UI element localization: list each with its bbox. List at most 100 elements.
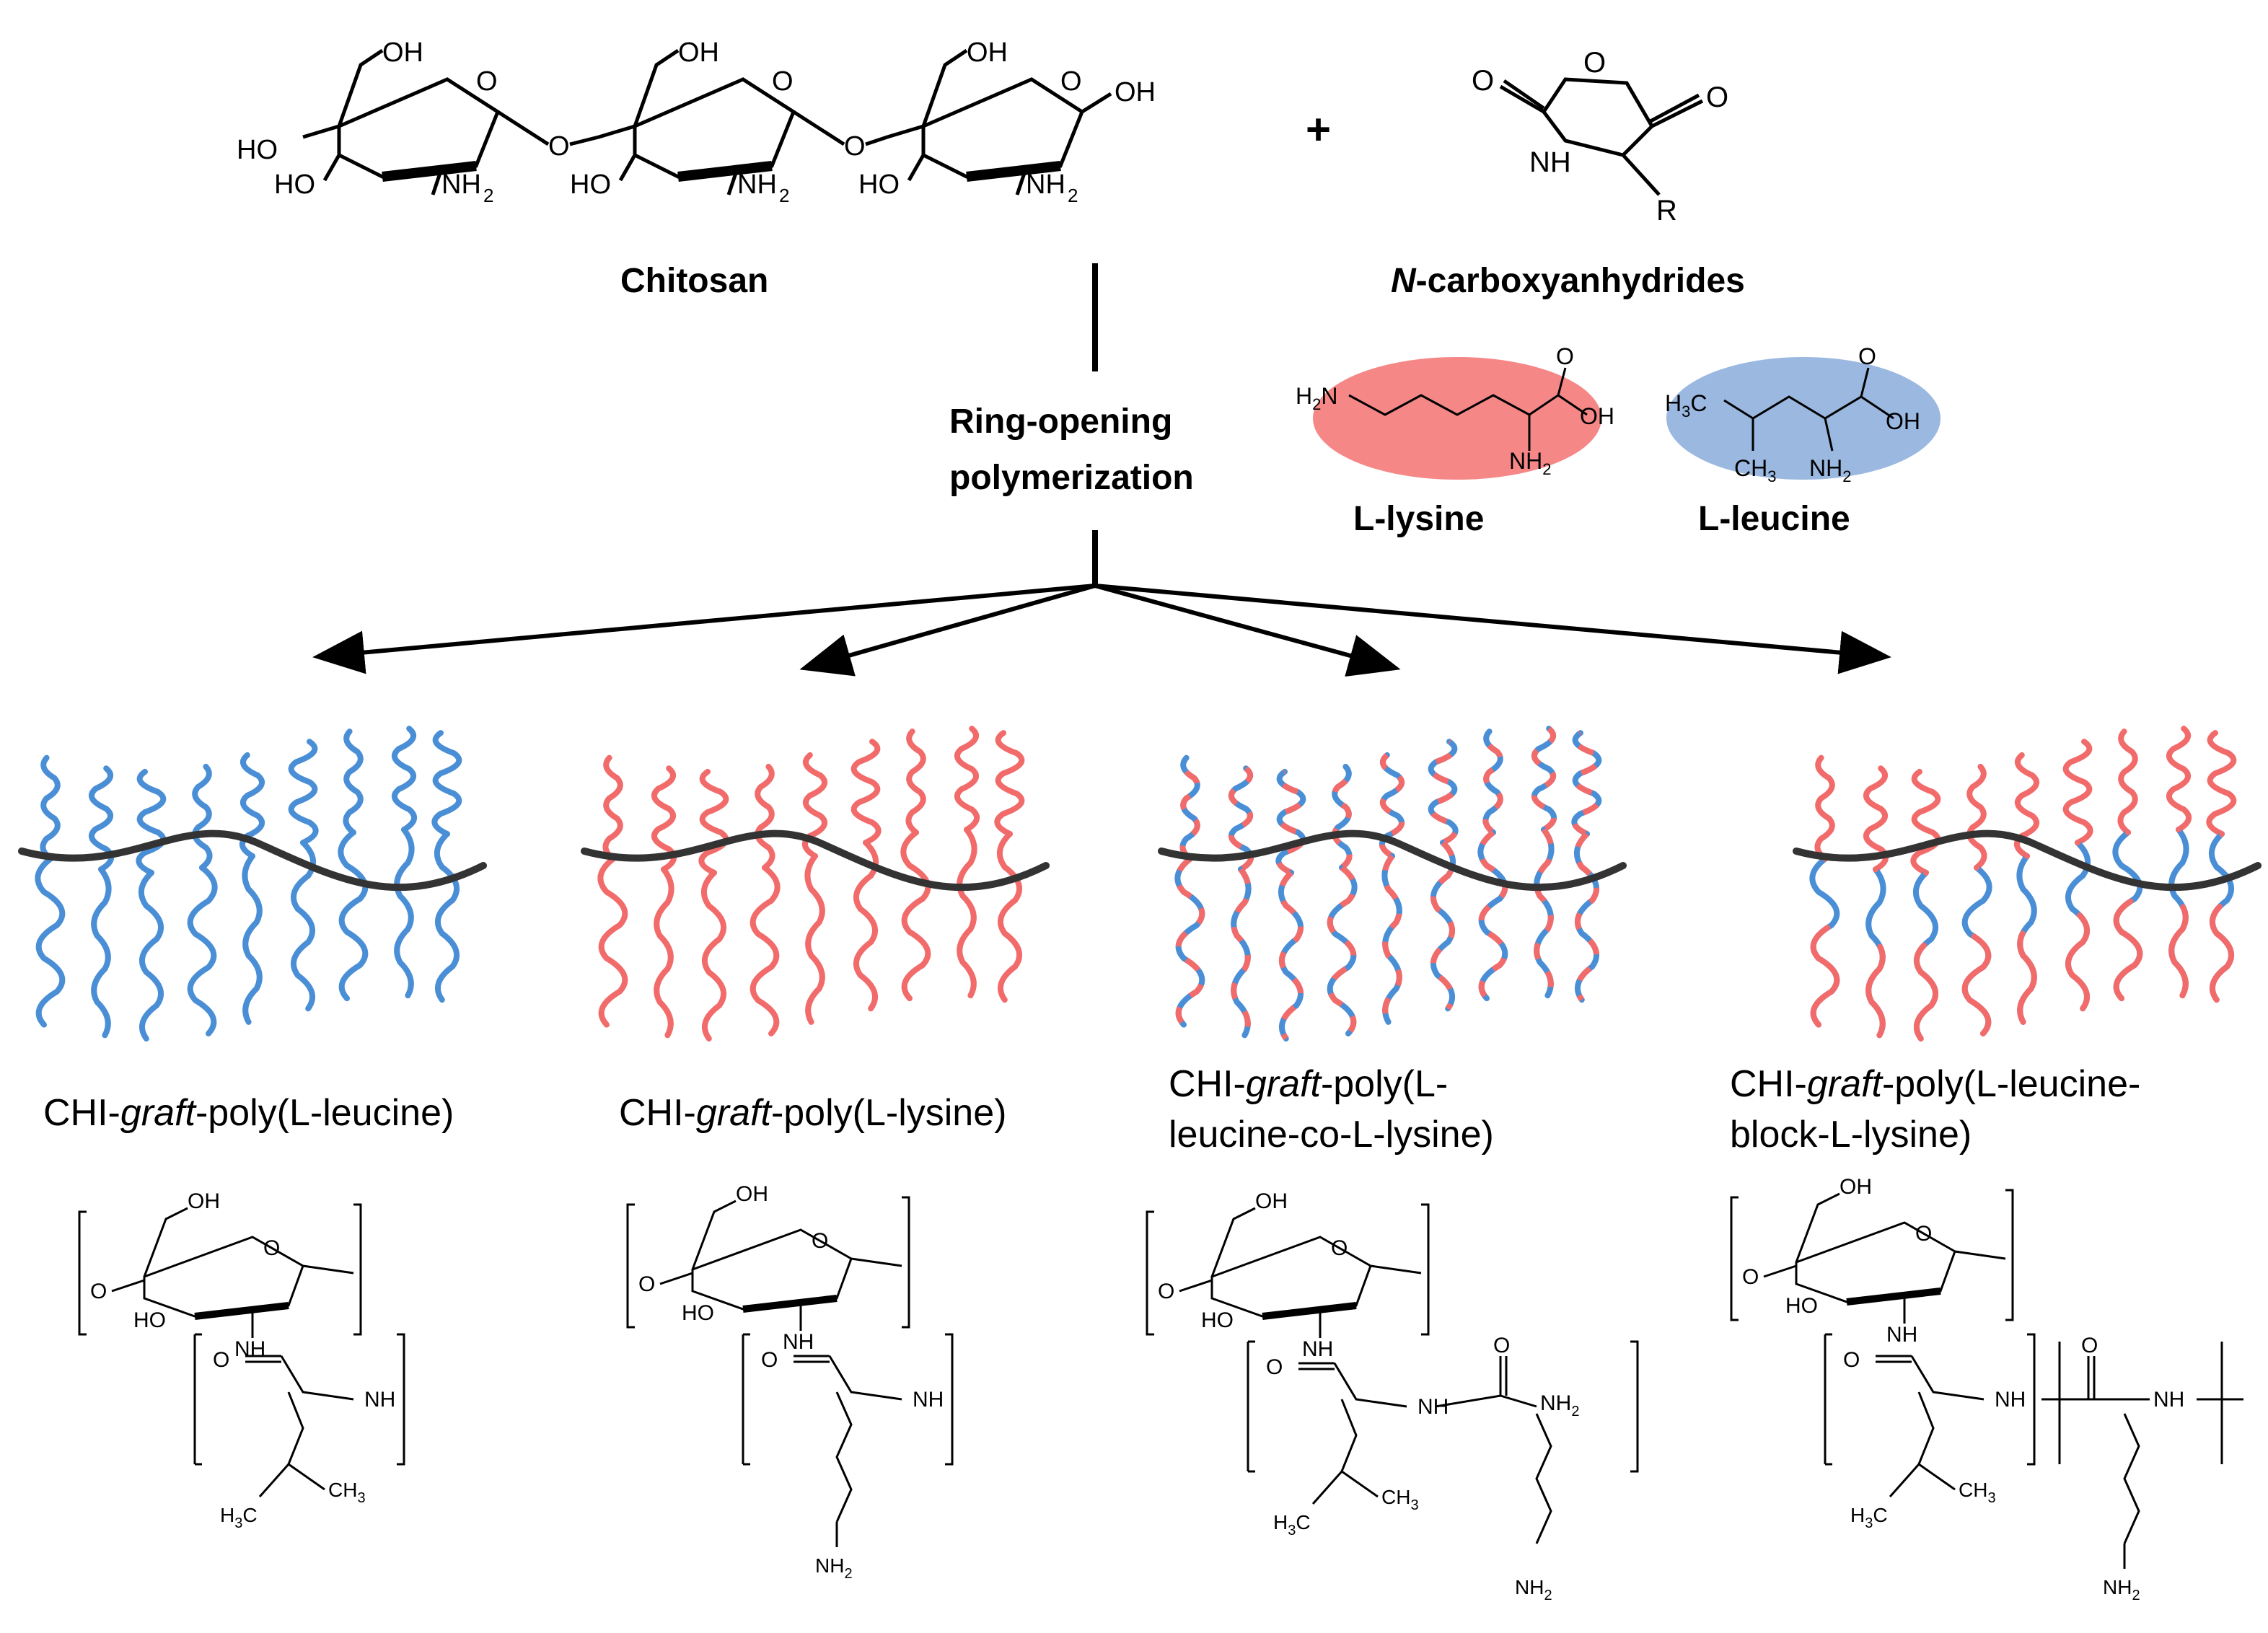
atom-label: OH — [188, 1189, 220, 1213]
graft-chain — [242, 853, 263, 1025]
graft-chain-segment — [2016, 853, 2037, 1025]
graft-chain-segment — [1430, 840, 1456, 1011]
graft-chain-segment — [1379, 752, 1405, 859]
graft-chain — [2166, 726, 2192, 833]
branch-arrows — [312, 584, 1891, 677]
graft-chain-segment — [1531, 726, 1557, 832]
bond — [194, 1302, 289, 1320]
bond — [1954, 1250, 2006, 1260]
graft-chain — [91, 866, 112, 1039]
atom-label: HO — [1785, 1294, 1818, 1318]
graft-chain-segment — [1278, 871, 1304, 1041]
graft-chain-segment — [1912, 869, 1939, 1042]
bond — [1889, 1463, 1920, 1497]
graft-chain — [192, 763, 213, 871]
nca-atom-labels: O O O NH R — [1472, 47, 1728, 226]
graft-chain — [40, 754, 61, 862]
reaction-label-line1: Ring-opening — [949, 402, 1172, 441]
svg-text:HO: HO — [858, 170, 900, 200]
graft-chain-segment — [2208, 831, 2235, 1003]
lysine-atoms: H2N O OH NH2 — [1296, 343, 1614, 478]
graft-chain — [343, 729, 364, 836]
graft-chain — [187, 864, 218, 1036]
graft-chain-segment — [1228, 766, 1254, 872]
bond — [280, 1355, 354, 1401]
atom-label: O — [1158, 1280, 1174, 1303]
graft-chain — [654, 866, 674, 1039]
graft-chain — [1534, 827, 1555, 999]
graft-chain — [138, 869, 164, 1042]
atom-label: CH3 — [1959, 1479, 1996, 1506]
atom-label: O — [1266, 1355, 1283, 1379]
bond — [1340, 1399, 1379, 1498]
graft-chain — [850, 739, 882, 846]
atom-label: CH3 — [1381, 1486, 1419, 1513]
svg-text:2: 2 — [779, 185, 789, 206]
bond — [78, 1210, 87, 1336]
bond — [1370, 1264, 1422, 1275]
svg-text:NH: NH — [1026, 170, 1065, 200]
bond — [742, 1295, 838, 1313]
graft-chain — [750, 864, 781, 1036]
atom-label: O — [90, 1280, 107, 1303]
graft-chain — [996, 831, 1023, 1003]
bond — [835, 1391, 853, 1523]
leucine-structure — [1723, 367, 1894, 452]
graft-chain — [35, 855, 66, 1028]
svg-text:OH: OH — [1886, 408, 1920, 434]
atom-label: O — [1742, 1265, 1759, 1289]
svg-text:OH: OH — [1115, 77, 1156, 107]
graft-chain — [755, 763, 775, 871]
svg-text:NH: NH — [737, 170, 777, 200]
atom-label: NH — [913, 1388, 944, 1412]
plus-sign: + — [1306, 105, 1331, 154]
graft-chain-segment — [2065, 840, 2091, 1012]
product-label-1: CHI-graft-poly(L-leucine) — [43, 1092, 454, 1134]
lysine-highlight — [1313, 357, 1601, 480]
bond — [1333, 1363, 1407, 1408]
bond — [353, 1203, 362, 1336]
chitosan-backbone — [1793, 829, 2262, 892]
graft-chain — [338, 829, 369, 1002]
bond — [302, 1264, 354, 1275]
bond — [850, 1257, 902, 1267]
atom-label: O — [1843, 1348, 1860, 1372]
atom-label: NH — [1886, 1323, 1917, 1347]
atom-label: NH — [1995, 1388, 2026, 1412]
graft-chain — [88, 765, 115, 873]
graft-chain-segment — [1428, 739, 1459, 845]
atom-label: NH2 — [1540, 1391, 1579, 1419]
chitosan-backbone — [581, 829, 1050, 892]
bond — [1146, 1210, 1154, 1336]
leucine-label: L-leucine — [1698, 500, 1850, 538]
svg-text:H3C: H3C — [1665, 390, 1707, 421]
nca-structure — [1499, 77, 1704, 196]
svg-text:2: 2 — [1068, 185, 1078, 206]
atom-label: HO — [682, 1301, 714, 1325]
bond — [1630, 1340, 1639, 1473]
graft-cartoon-block-copolymer — [1793, 726, 2262, 1042]
graft-chain — [700, 869, 727, 1042]
svg-text:HO: HO — [237, 135, 278, 165]
atom-label: NH2 — [1515, 1576, 1552, 1603]
bond — [287, 1391, 325, 1491]
nca-label: N-carboxyanhydrides — [1391, 262, 1745, 300]
chitosan-structure — [302, 48, 1112, 195]
graft-chain-segment — [1534, 827, 1555, 998]
graft-chain — [1231, 866, 1252, 1039]
bond — [1846, 1288, 1941, 1306]
leucine-highlight — [1666, 357, 1940, 480]
lysine-structure — [1348, 367, 1588, 451]
svg-text:R: R — [1656, 195, 1677, 226]
leucine-atoms: H3C CH3 O OH NH2 — [1665, 343, 1920, 485]
bond — [397, 1333, 405, 1466]
graft-chain — [136, 768, 167, 876]
atom-label: O — [638, 1272, 655, 1296]
graft-chain-segment — [1174, 856, 1205, 1027]
bond — [1421, 1203, 1430, 1336]
svg-text:CH3: CH3 — [1734, 455, 1776, 485]
bond — [691, 1200, 737, 1270]
graft-chain — [698, 768, 729, 876]
atom-label: H3C — [1273, 1511, 1311, 1539]
